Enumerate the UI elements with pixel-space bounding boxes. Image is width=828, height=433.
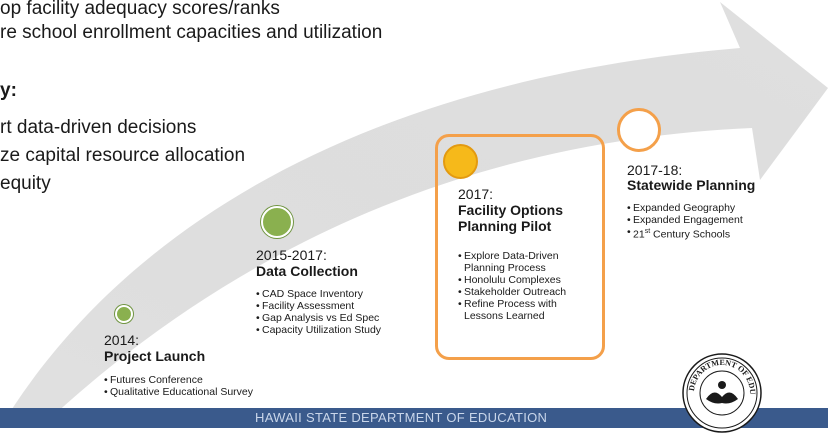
milestone-3-bullets: Explore Data-Driven Planning Process Hon… — [458, 250, 574, 322]
list-item: Explore Data-Driven Planning Process — [458, 250, 574, 274]
pilot-highlight-box — [435, 134, 605, 360]
list-item: Stakeholder Outreach — [458, 286, 574, 298]
milestone-3-title-line2: Planning Pilot — [458, 218, 552, 234]
intro-heading: y: — [0, 80, 17, 101]
list-item: Qualitative Educational Survey — [104, 386, 253, 398]
milestone-3-dot — [443, 144, 478, 179]
list-item: Honolulu Complexes — [458, 274, 574, 286]
milestone-4-bullets: Expanded Geography Expanded Engagement 2… — [627, 202, 743, 241]
list-item: Futures Conference — [104, 374, 253, 386]
intro-why-3: equity — [0, 173, 51, 194]
milestone-2-dot — [261, 206, 293, 238]
intro-line-1: op facility adequacy scores/ranks — [0, 0, 280, 19]
intro-why-2: ze capital resource allocation — [0, 145, 246, 166]
milestone-1-title: Project Launch — [104, 348, 206, 364]
milestone-3-title-line1: Facility Options — [458, 202, 564, 218]
list-item: Refine Process with Lessons Learned — [458, 298, 574, 322]
intro-why-1: rt data-driven decisions — [0, 117, 197, 138]
milestone-4-year: 2017-18: — [627, 162, 683, 178]
milestone-2-year: 2015-2017: — [256, 247, 327, 263]
list-item: CAD Space Inventory — [256, 288, 381, 300]
milestone-1-bullets: Futures Conference Qualitative Education… — [104, 374, 253, 398]
list-item: Gap Analysis vs Ed Spec — [256, 312, 381, 324]
footer-band — [0, 408, 828, 428]
list-item: 21st Century Schools — [627, 226, 743, 241]
milestone-3-year: 2017: — [458, 186, 494, 202]
list-item: Expanded Geography — [627, 202, 743, 214]
bullet-text: Century Schools — [650, 228, 731, 241]
milestone-4-dot — [617, 108, 661, 152]
milestone-2-bullets: CAD Space Inventory Facility Assessment … — [256, 288, 381, 336]
intro-line-2: re school enrollment capacities and util… — [0, 22, 383, 43]
milestone-2-title: Data Collection — [256, 263, 358, 279]
bullet-superscript: st — [644, 228, 651, 235]
bullet-number: 21 — [633, 228, 645, 241]
milestone-1-dot — [115, 305, 133, 323]
milestone-1-year: 2014: — [104, 332, 140, 348]
list-item: Facility Assessment — [256, 300, 381, 312]
footer-title: HAWAII STATE DEPARTMENT OF EDUCATION — [255, 410, 548, 425]
milestone-4-title: Statewide Planning — [627, 177, 756, 193]
department-seal-logo: DEPARTMENT OF EDUCATION — [682, 353, 762, 433]
list-item: Capacity Utilization Study — [256, 324, 381, 336]
list-item: Expanded Engagement — [627, 214, 743, 226]
